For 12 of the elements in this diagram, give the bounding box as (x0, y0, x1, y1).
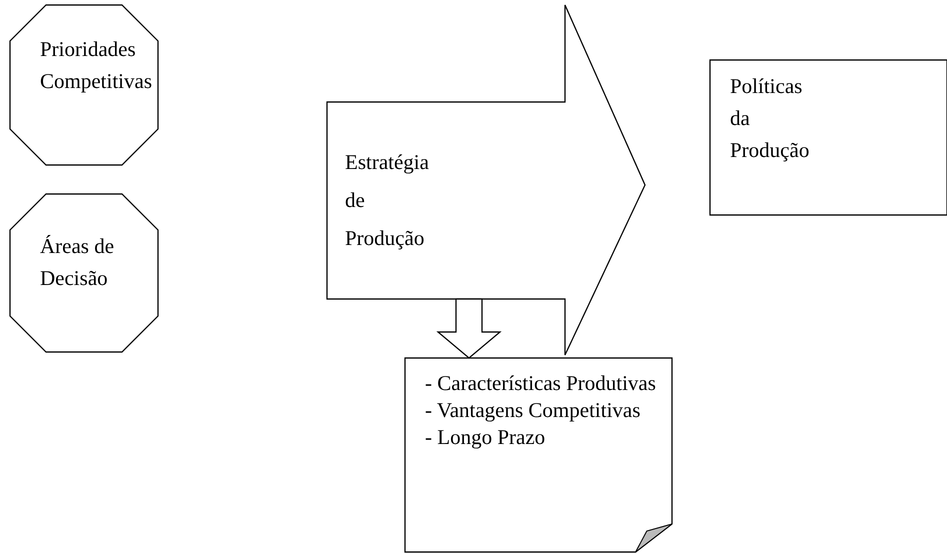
list-item: - Longo Prazo (425, 424, 546, 451)
node-label: Políticas da Produção (730, 73, 810, 164)
list-item: - Vantagens Competitivas (425, 397, 642, 424)
octagon-node (10, 5, 158, 165)
list-item: - Características Produtivas (425, 370, 657, 397)
octagon-node (10, 194, 158, 352)
note-node (405, 358, 672, 552)
node-label: Prioridades Competitivas (40, 36, 153, 95)
block-arrow-node (327, 5, 645, 355)
node-label: Estratégia de Produção (345, 149, 430, 252)
block-arrow (436, 298, 502, 359)
node-label: Áreas de Decisão (40, 233, 116, 292)
